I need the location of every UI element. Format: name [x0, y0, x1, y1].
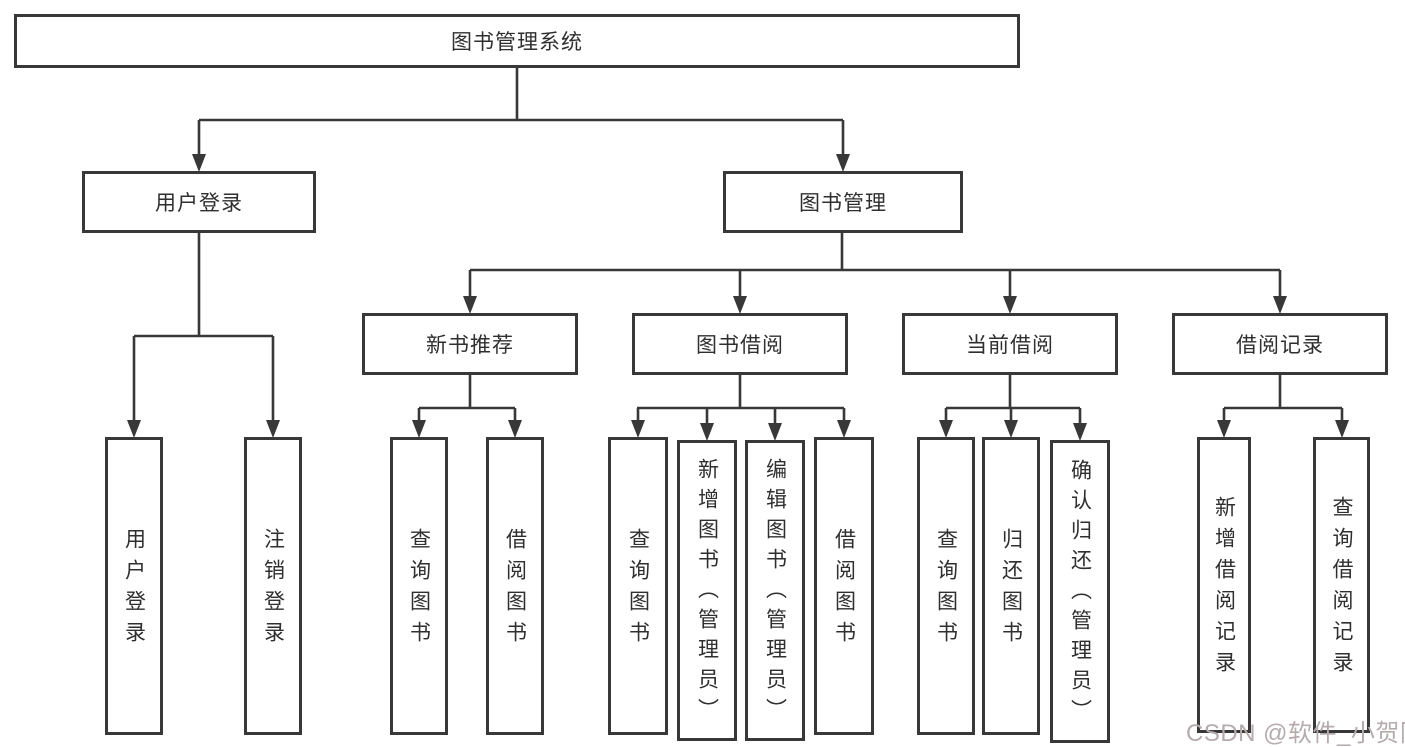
node-label: 查询图书	[626, 528, 650, 652]
node-label: 新增借阅记录	[1212, 496, 1236, 682]
node-label: 借阅图书	[832, 528, 856, 652]
node-leaf-return-books: 归还图书	[982, 437, 1040, 735]
node-label: 查询图书	[407, 528, 431, 652]
arrowhead	[1004, 420, 1018, 438]
node-leaf-query-borrow-record: 查询借阅记录	[1313, 437, 1370, 733]
connector-new-book-children	[412, 375, 522, 438]
arrowhead	[127, 420, 141, 438]
node-label: 借阅图书	[503, 528, 527, 652]
node-leaf-borrow-books: 借阅图书	[814, 437, 874, 735]
connector-book-borrow-children	[631, 375, 851, 441]
node-leaf-edit-books-admin: 编辑图书（管理员）	[745, 440, 805, 741]
node-new-book-recommend: 新书推荐	[362, 313, 578, 375]
connector-current-borrow-children	[939, 375, 1087, 441]
arrowhead	[1273, 296, 1287, 314]
node-leaf-add-borrow-record: 新增借阅记录	[1197, 437, 1251, 733]
node-label: 图书管理系统	[451, 31, 583, 54]
arrowhead	[733, 296, 747, 314]
arrowhead	[266, 420, 280, 438]
arrowhead	[631, 420, 645, 438]
node-user-login-group: 用户登录	[82, 171, 316, 233]
connector-borrow-record-children	[1217, 375, 1349, 438]
node-book-borrow: 图书借阅	[632, 313, 848, 375]
node-label: 编辑图书（管理员）	[763, 457, 787, 728]
node-label: 借阅记录	[1236, 334, 1324, 357]
node-label: 新增图书（管理员）	[695, 457, 719, 728]
node-leaf-confirm-return-admin: 确认归还（管理员）	[1050, 440, 1110, 743]
node-leaf-query-books-current: 查询图书	[917, 437, 975, 735]
node-label: 查询图书	[934, 528, 958, 652]
node-label: 用户登录	[155, 192, 243, 215]
node-label: 查询借阅记录	[1330, 496, 1353, 682]
node-leaf-query-books-borrow: 查询图书	[608, 437, 668, 735]
arrowhead	[508, 420, 522, 438]
arrowhead	[1003, 296, 1017, 314]
node-label: 图书管理	[799, 192, 887, 215]
node-label: 注销登录	[261, 528, 285, 652]
node-label: 确认归还（管理员）	[1068, 458, 1092, 729]
arrowhead	[1073, 423, 1087, 441]
node-leaf-add-books-admin: 新增图书（管理员）	[677, 440, 737, 741]
node-current-borrow: 当前借阅	[902, 313, 1118, 375]
node-library-management-system: 图书管理系统	[14, 14, 1020, 68]
arrowhead	[939, 420, 953, 438]
arrowhead	[192, 154, 206, 172]
arrowhead	[768, 423, 782, 441]
node-book-management: 图书管理	[723, 171, 963, 233]
connector-root-to-level2	[192, 68, 850, 172]
node-leaf-query-books-recommend: 查询图书	[390, 437, 448, 735]
node-leaf-logout: 注销登录	[244, 437, 302, 735]
arrowhead	[836, 154, 850, 172]
connector-book-management-sections	[463, 233, 1287, 314]
arrowhead	[1217, 420, 1231, 438]
node-borrow-record: 借阅记录	[1172, 313, 1388, 375]
node-label: 用户登录	[122, 528, 146, 652]
arrowhead	[1335, 420, 1349, 438]
node-leaf-borrow-books-recommend: 借阅图书	[486, 437, 544, 735]
csdn-watermark: CSDN @软件_小贺同学	[1186, 720, 1405, 747]
node-label: 图书借阅	[696, 334, 784, 357]
node-label: 新书推荐	[426, 334, 514, 357]
arrowhead	[837, 420, 851, 438]
connector-user-login-children	[127, 233, 280, 438]
node-label: 归还图书	[999, 528, 1023, 652]
arrowhead	[700, 423, 714, 441]
arrowhead	[463, 296, 477, 314]
node-label: 当前借阅	[966, 334, 1054, 357]
arrowhead	[412, 420, 426, 438]
node-leaf-user-login: 用户登录	[105, 437, 163, 735]
